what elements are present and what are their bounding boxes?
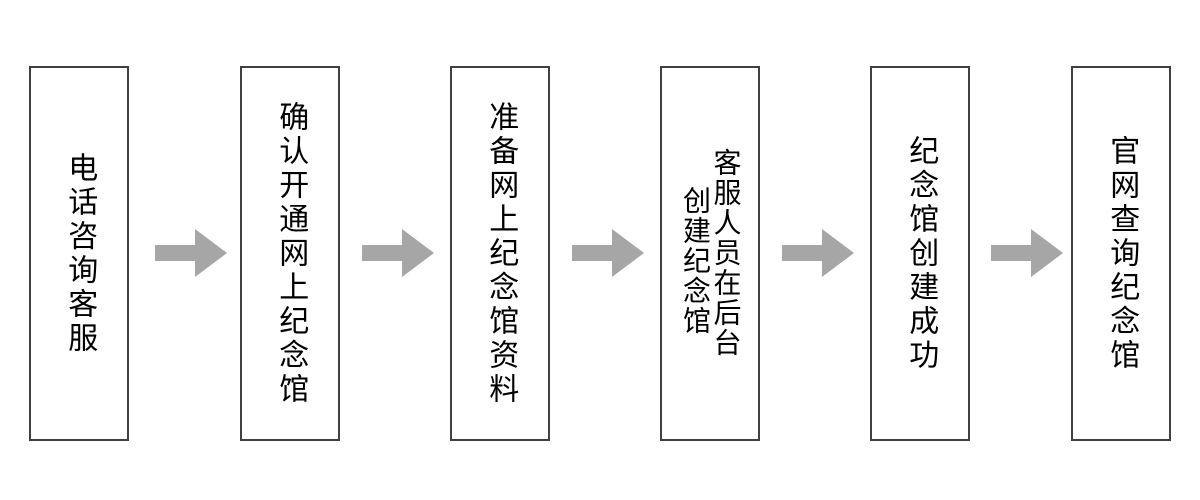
arrow-right-icon-4 — [782, 227, 854, 279]
process-box-step-1-label: 电话咨询客服 — [62, 151, 98, 356]
process-box-step-3[interactable]: 准备网上纪念馆资料 — [450, 66, 550, 441]
arrow-right-icon-3 — [572, 227, 644, 279]
process-box-step-5[interactable]: 纪念馆创建成功 — [870, 66, 970, 441]
process-box-step-6-label: 官网查询纪念馆 — [1104, 134, 1140, 373]
process-box-step-3-label: 准备网上纪念馆资料 — [483, 100, 519, 407]
process-box-step-4-label-primary: 客服人员在后台 — [709, 148, 743, 358]
process-box-step-4-label-secondary: 创建纪念馆 — [679, 186, 712, 336]
arrow-right-icon-1 — [155, 227, 227, 279]
process-box-step-4[interactable]: 客服人员在后台 创建纪念馆 — [660, 66, 760, 441]
process-box-step-1[interactable]: 电话咨询客服 — [29, 66, 129, 441]
process-box-step-6[interactable]: 官网查询纪念馆 — [1071, 66, 1171, 441]
process-box-step-2-label: 确认开通网上纪念馆 — [273, 100, 309, 407]
process-box-step-2[interactable]: 确认开通网上纪念馆 — [240, 66, 340, 441]
arrow-right-icon-5 — [991, 227, 1063, 279]
arrow-right-icon-2 — [362, 227, 434, 279]
process-box-step-5-label: 纪念馆创建成功 — [903, 134, 939, 373]
